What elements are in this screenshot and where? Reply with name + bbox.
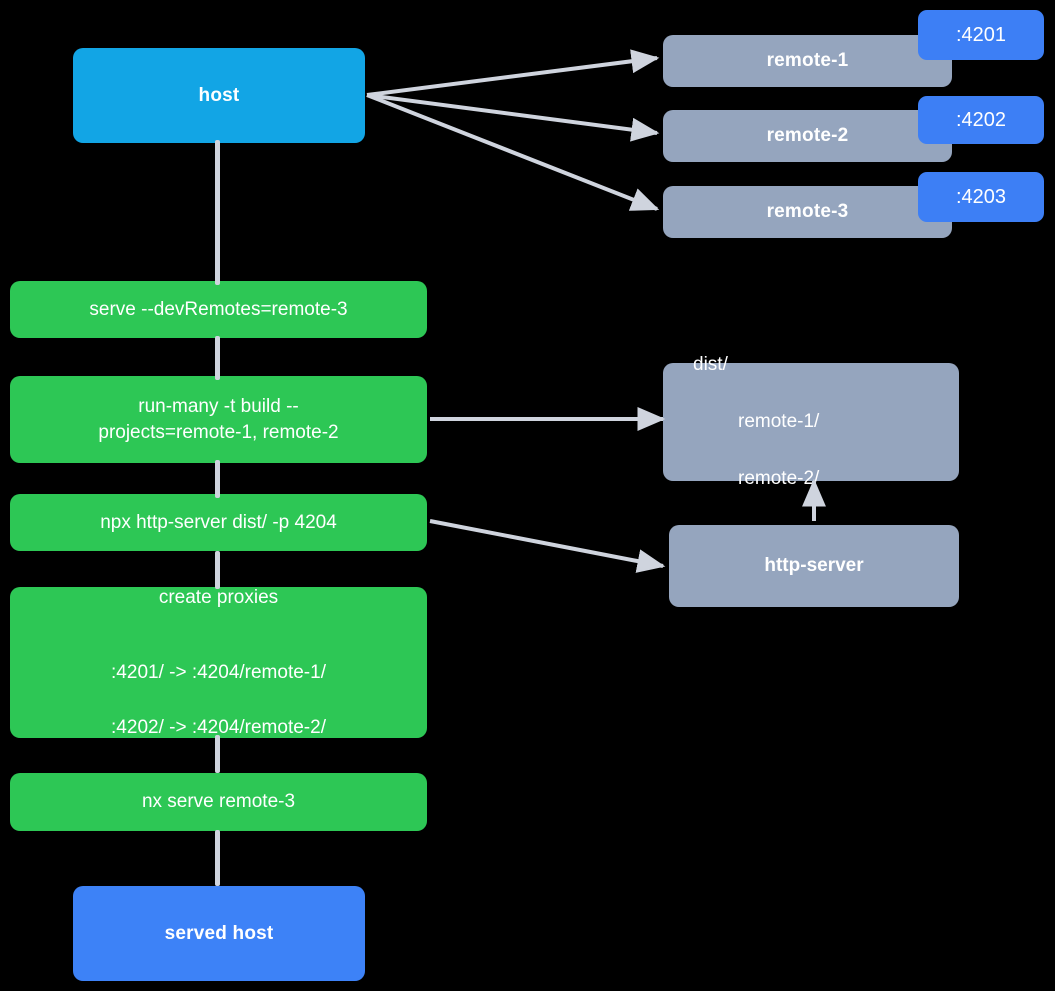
- node-http-server[interactable]: http-server: [669, 525, 959, 607]
- command-npx-http-server[interactable]: npx http-server dist/ -p 4204: [10, 494, 427, 551]
- badge-remote-3-port-label: :4203: [955, 185, 1007, 208]
- spine-segment-runmany-to-npx: [215, 460, 220, 498]
- spine-segment-nxserve-to-servedhost: [215, 830, 220, 886]
- node-remote-1[interactable]: remote-1: [663, 35, 952, 87]
- command-nx-serve-remote-3[interactable]: nx serve remote-3: [10, 773, 427, 831]
- badge-remote-2-port-label: :4202: [955, 108, 1007, 131]
- badge-remote-1-port-label: :4201: [955, 23, 1007, 46]
- proxy-mapping-2: :4202/ -> :4204/remote-2/: [111, 716, 326, 738]
- command-create-proxies[interactable]: create proxies :4201/ -> :4204/remote-1/…: [10, 587, 427, 738]
- edge-host-to-remote-1: [366, 49, 660, 97]
- dist-root-label: dist/: [693, 353, 728, 375]
- spine-segment-host-to-serve: [215, 140, 220, 285]
- node-remote-2[interactable]: remote-2: [663, 110, 952, 162]
- command-create-proxies-title: create proxies: [158, 586, 279, 608]
- dist-child-remote-1: remote-1/: [738, 410, 820, 432]
- edge-host-to-remote-2: [366, 93, 660, 142]
- edge-npx-to-http-server: [429, 519, 666, 573]
- badge-remote-3-port: :4203: [918, 172, 1044, 222]
- node-remote-2-label: remote-2: [766, 125, 849, 147]
- dist-child-remote-2: remote-2/: [738, 467, 820, 489]
- node-dist-folder-content: dist/ remote-1/ remote-2/: [663, 322, 959, 522]
- edge-host-to-remote-3: [366, 93, 660, 211]
- command-serve-devremotes-label: serve --devRemotes=remote-3: [89, 298, 348, 320]
- badge-remote-1-port: :4201: [918, 10, 1044, 60]
- node-host-label: host: [198, 84, 240, 106]
- node-remote-3[interactable]: remote-3: [663, 186, 952, 238]
- node-dist-folder[interactable]: dist/ remote-1/ remote-2/: [663, 354, 959, 489]
- spine-segment-npx-to-proxies: [215, 551, 220, 589]
- spine-segment-serve-to-runmany: [215, 336, 220, 380]
- command-run-many-build-label: run-many -t build -- projects=remote-1, …: [98, 396, 339, 443]
- command-create-proxies-content: create proxies :4201/ -> :4204/remote-1/…: [10, 556, 427, 769]
- badge-remote-2-port: :4202: [918, 96, 1044, 144]
- node-http-server-label: http-server: [764, 555, 864, 577]
- command-serve-devremotes[interactable]: serve --devRemotes=remote-3: [10, 281, 427, 338]
- spine-segment-proxies-to-nxserve: [215, 735, 220, 773]
- node-served-host-label: served host: [164, 922, 274, 944]
- node-remote-1-label: remote-1: [766, 50, 849, 72]
- node-remote-3-label: remote-3: [766, 201, 849, 223]
- command-npx-http-server-label: npx http-server dist/ -p 4204: [100, 511, 337, 533]
- proxy-mapping-1: :4201/ -> :4204/remote-1/: [111, 661, 326, 683]
- command-run-many-build[interactable]: run-many -t build -- projects=remote-1, …: [10, 376, 427, 463]
- node-served-host[interactable]: served host: [73, 886, 365, 981]
- command-nx-serve-remote-3-label: nx serve remote-3: [141, 791, 296, 813]
- node-host[interactable]: host: [73, 48, 365, 143]
